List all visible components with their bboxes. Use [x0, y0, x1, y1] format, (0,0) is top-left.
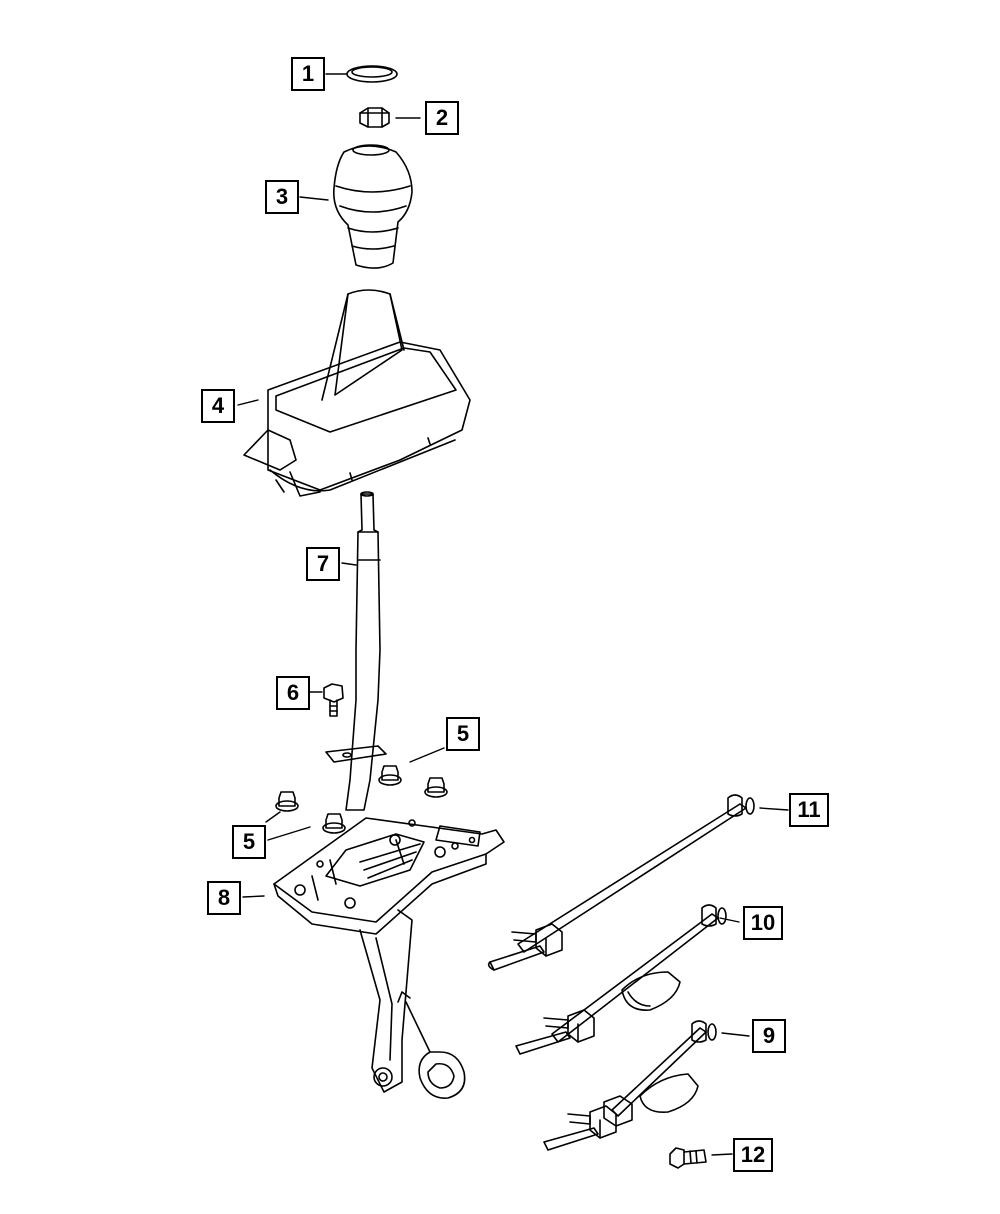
leader-lines	[237, 73, 789, 1156]
callout-12: 12	[733, 1138, 773, 1172]
flange-nuts	[275, 765, 448, 834]
bolt-12	[669, 1147, 707, 1169]
callout-3: 3	[265, 180, 299, 214]
callout-4: 4	[201, 389, 235, 423]
retainer-ring	[346, 65, 398, 83]
callout-10: 10	[743, 906, 783, 940]
knob-nut	[359, 107, 390, 128]
callout-8: 8	[207, 881, 241, 915]
callout-9: 9	[752, 1019, 786, 1053]
shift-knob	[332, 144, 413, 269]
shift-boot	[243, 289, 471, 497]
shifter-assembly	[273, 817, 505, 1099]
bolt-6	[323, 683, 344, 717]
callout-2: 2	[425, 101, 459, 135]
callout-5-lower: 5	[232, 825, 266, 859]
shift-rail-10	[515, 904, 727, 1055]
shift-lever	[325, 491, 387, 811]
callout-7: 7	[306, 547, 340, 581]
callout-11: 11	[789, 793, 829, 827]
shift-rail-11	[487, 794, 755, 971]
shift-rail-9	[543, 1020, 717, 1151]
callout-5-upper: 5	[446, 717, 480, 751]
callout-1: 1	[291, 57, 325, 91]
callout-6: 6	[276, 676, 310, 710]
